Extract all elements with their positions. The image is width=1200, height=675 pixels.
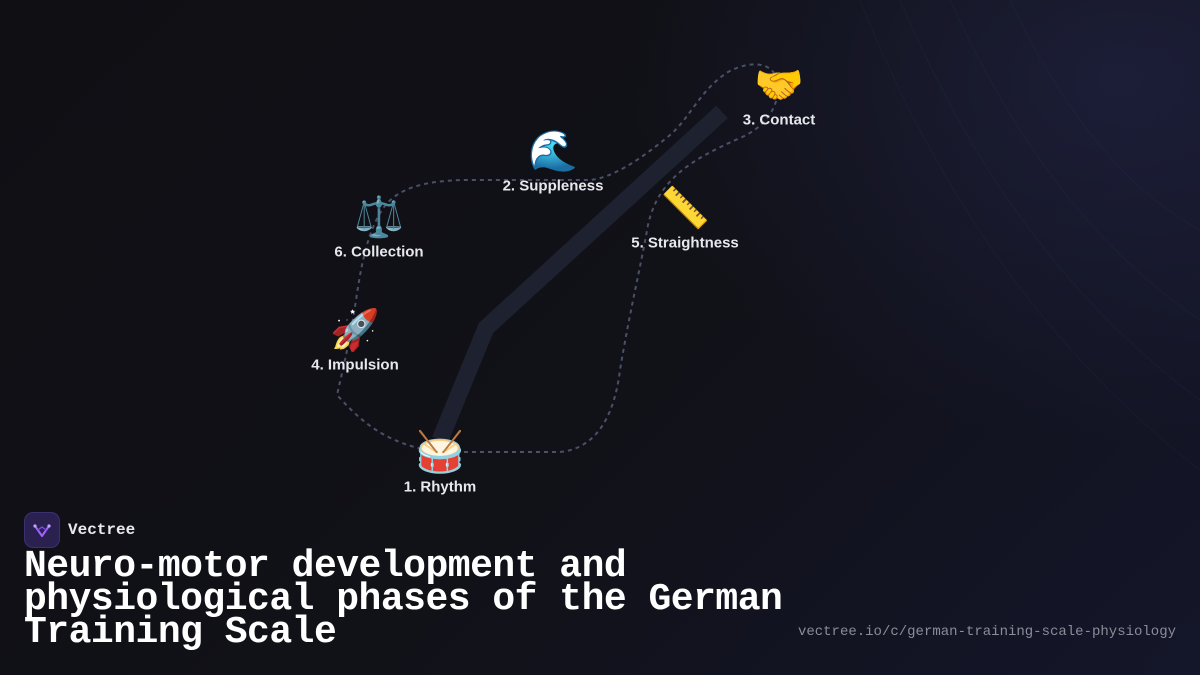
dashed-loop-path xyxy=(335,63,780,453)
brand: Vectree xyxy=(24,512,135,548)
node-collection: ⚖️ 6. Collection xyxy=(334,194,423,261)
drum-icon: 🥁 xyxy=(415,429,465,476)
node-label: 5. Straightness xyxy=(631,234,739,252)
node-label: 1. Rhythm xyxy=(403,478,477,496)
ruler-icon: 📏 xyxy=(660,185,710,232)
source-url: vectree.io/c/german-training-scale-physi… xyxy=(797,624,1176,640)
rocket-icon: 🚀 xyxy=(330,307,380,354)
node-label: 3. Contact xyxy=(742,111,816,129)
page-title: Neuro-motor development and physiologica… xyxy=(24,545,783,654)
handshake-icon: 🤝 xyxy=(754,62,804,109)
node-label: 2. Suppleness xyxy=(502,177,604,195)
node-label: 4. Impulsion xyxy=(311,356,399,374)
node-contact: 🤝 3. Contact xyxy=(743,62,816,129)
thick-connector-path xyxy=(432,105,728,444)
node-straightness: 📏 5. Straightness xyxy=(631,185,739,252)
brand-name: Vectree xyxy=(68,521,136,539)
node-impulsion: 🚀 4. Impulsion xyxy=(311,307,399,374)
background-decoration xyxy=(859,0,1200,471)
vectree-logo-icon xyxy=(24,512,60,548)
node-label: 6. Collection xyxy=(334,243,424,261)
node-suppleness: 🌊 2. Suppleness xyxy=(503,128,604,195)
node-rhythm: 🥁 1. Rhythm xyxy=(404,429,477,496)
wave-icon: 🌊 xyxy=(528,128,578,175)
balance-scale-icon: ⚖️ xyxy=(354,194,404,241)
